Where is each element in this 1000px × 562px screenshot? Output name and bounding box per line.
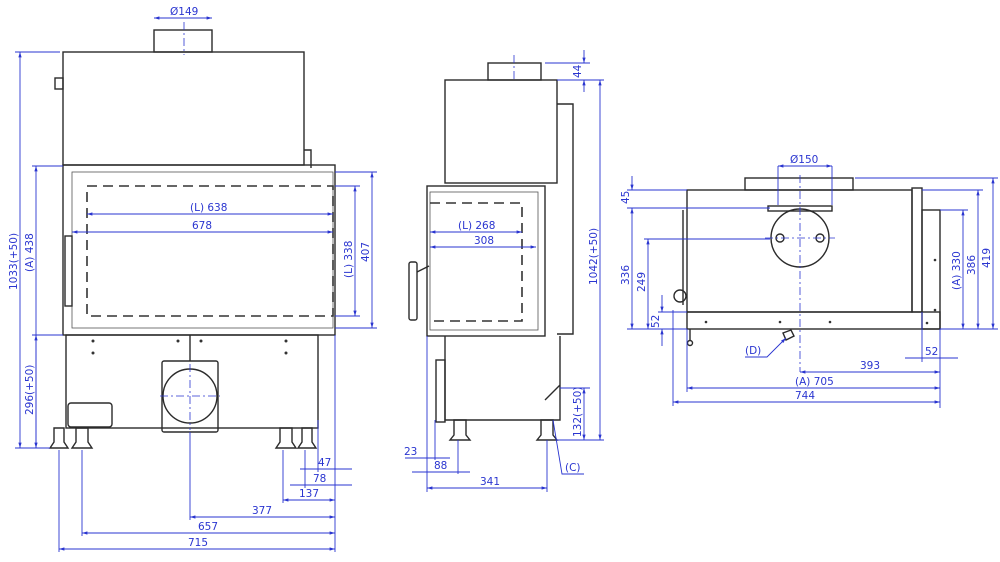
dim-419: 419 (981, 248, 993, 268)
dim-side-base-height: 132(+50) (572, 387, 584, 437)
side-view: 44 1042(+50) 132(+50) (L) 268 308 23 88 … (404, 50, 604, 492)
door-frame (426, 185, 546, 337)
dim-base-height: 296(+50) (24, 365, 36, 415)
dim-377: 377 (252, 505, 272, 517)
dim-a-705: (A) 705 (795, 376, 834, 388)
flue-collar (153, 29, 213, 53)
top-view: Ø150 45 336 249 52 (A) 330 386 419 52 39… (620, 154, 998, 408)
dim-glass-width: (L) 638 (190, 202, 227, 214)
front-view: Ø149 (L) 638 678 (L) 338 407 1033(+50) (… (8, 6, 377, 552)
flue-collar (487, 62, 542, 81)
door-handle (408, 261, 418, 321)
dim-a-330: (A) 330 (951, 251, 963, 290)
dim-744: 744 (795, 390, 815, 402)
dim-336: 336 (620, 265, 632, 285)
base-strip (686, 311, 941, 330)
upper-housing (444, 79, 558, 184)
dim-249: 249 (636, 272, 648, 292)
dim-45: 45 (620, 191, 632, 204)
dim-137: 137 (299, 488, 319, 500)
dim-88: 88 (434, 460, 447, 472)
callout-c: (C) (565, 462, 581, 474)
feet (48, 427, 318, 449)
dim-side-frame-width: 308 (474, 235, 494, 247)
dim-78: 78 (313, 473, 326, 485)
dim-386: 386 (966, 255, 978, 275)
dim-total-height: 1033(+50) (8, 233, 20, 290)
door-hinge (64, 235, 73, 307)
dim-frame-height: 407 (360, 242, 372, 262)
dim-52-left: 52 (650, 315, 662, 328)
lower-body (65, 334, 319, 429)
dim-393: 393 (860, 360, 880, 372)
firebox-frame (62, 164, 336, 336)
dim-side-glass-width: (L) 268 (458, 220, 495, 232)
flue-flange (744, 177, 854, 191)
dim-23: 23 (404, 446, 417, 458)
dim-657: 657 (198, 521, 218, 533)
dim-frame-width: 678 (192, 220, 212, 232)
dim-47: 47 (318, 457, 331, 469)
dim-collar-height: 44 (572, 64, 584, 78)
dim-flue-diameter: Ø149 (170, 6, 198, 18)
dim-52-right: 52 (925, 346, 938, 358)
callout-d: (D) (745, 345, 761, 357)
dim-height-a: (A) 438 (24, 233, 36, 272)
dim-715: 715 (188, 537, 208, 549)
glass-outline (86, 185, 334, 317)
dim-glass-height: (L) 338 (343, 241, 355, 278)
dim-top-flue-diameter: Ø150 (790, 154, 818, 166)
upper-housing (62, 51, 305, 166)
dim-side-total-height: 1042(+50) (588, 228, 600, 285)
dim-341: 341 (480, 476, 500, 488)
